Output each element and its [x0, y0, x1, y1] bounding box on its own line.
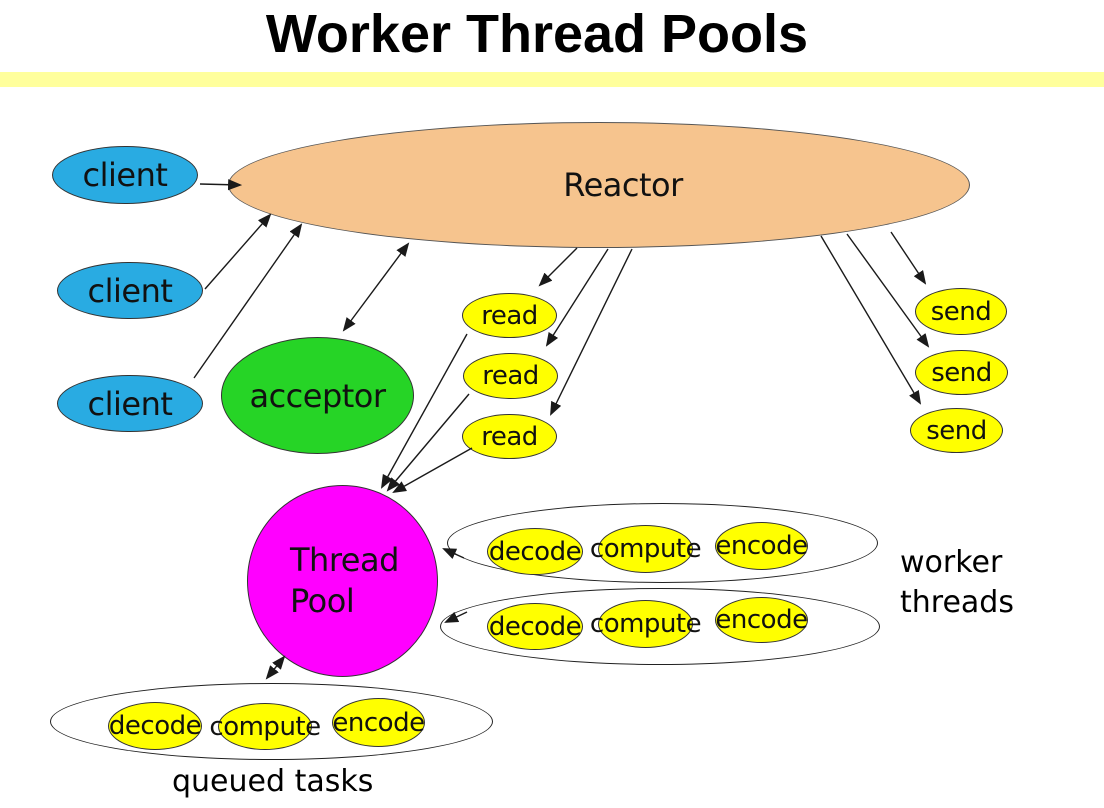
worker1-decode-task: decode: [487, 528, 583, 575]
arrow-reactor-to-send3: [820, 235, 922, 405]
read-label-2: read: [482, 361, 539, 391]
arrow-thread-pool-queued-bidirectional: [265, 655, 286, 680]
send-event-node-3: send: [910, 408, 1003, 453]
worker1-decode-label: decode: [488, 536, 582, 567]
client-label-1: client: [82, 156, 168, 194]
queued-encode-label: encode: [332, 707, 425, 738]
thread-pool-node: Thread Pool: [247, 485, 438, 677]
send-label-3: send: [926, 415, 987, 446]
arrow-reactor-to-read2: [545, 248, 609, 347]
reactor-label: Reactor: [563, 166, 683, 204]
slide-title: Worker Thread Pools: [265, 4, 809, 64]
send-label-1: send: [930, 296, 992, 327]
read-event-node-3: read: [462, 414, 557, 459]
read-label-1: read: [481, 300, 538, 331]
arrow-reactor-to-read1: [538, 247, 578, 287]
worker2-decode-label: decode: [488, 611, 582, 642]
client-node-2: client: [57, 262, 203, 319]
queued-decode-task: decode: [108, 702, 202, 750]
send-event-node-1: send: [915, 288, 1007, 335]
thread-pool-label: Thread Pool: [248, 540, 399, 622]
thread-pool-label-line1: Thread: [290, 541, 399, 579]
title-underline-bar: [0, 72, 1104, 87]
read-event-node-2: read: [463, 353, 558, 399]
worker2-decode-task: decode: [487, 603, 583, 650]
worker2-encode-task: encode: [715, 597, 808, 643]
worker1-encode-label: encode: [715, 531, 808, 561]
thread-pool-label-line2: Pool: [290, 582, 355, 620]
worker-threads-caption-line2: threads: [900, 585, 1014, 620]
acceptor-label: acceptor: [249, 376, 386, 415]
client-node-1: client: [52, 146, 198, 204]
worker2-encode-label: encode: [715, 605, 808, 635]
send-label-2: send: [931, 357, 992, 388]
queued-decode-label: decode: [108, 711, 202, 741]
arrow-reactor-to-read3: [550, 248, 633, 416]
client-label-3: client: [87, 384, 173, 423]
queued-compute-label: compute: [209, 711, 321, 742]
arrow-read3-to-thread-pool: [392, 447, 473, 494]
read-event-node-1: read: [462, 293, 557, 338]
queued-encode-task: encode: [332, 698, 425, 747]
worker1-encode-task: encode: [715, 522, 808, 570]
reactor-node: Reactor: [228, 122, 970, 248]
worker2-compute-task: compute: [590, 600, 702, 648]
queued-compute-task: compute: [209, 703, 321, 750]
send-event-node-2: send: [915, 350, 1008, 395]
worker-threads-caption: worker threads: [900, 543, 1014, 623]
worker1-compute-task: compute: [590, 525, 702, 573]
worker-threads-caption-line1: worker: [900, 545, 1003, 580]
client-label-2: client: [87, 271, 173, 310]
read-label-3: read: [481, 421, 538, 452]
arrow-reactor-to-send2: [846, 233, 930, 348]
queued-tasks-caption: queued tasks: [172, 764, 374, 799]
arrow-client2-to-reactor: [204, 213, 272, 290]
client-node-3: client: [57, 375, 203, 432]
acceptor-node: acceptor: [221, 337, 414, 454]
arrow-reactor-to-send1: [890, 231, 927, 285]
worker2-compute-label: compute: [589, 609, 702, 639]
arrow-reactor-acceptor-bidirectional: [342, 242, 410, 332]
worker1-compute-label: compute: [589, 534, 702, 564]
